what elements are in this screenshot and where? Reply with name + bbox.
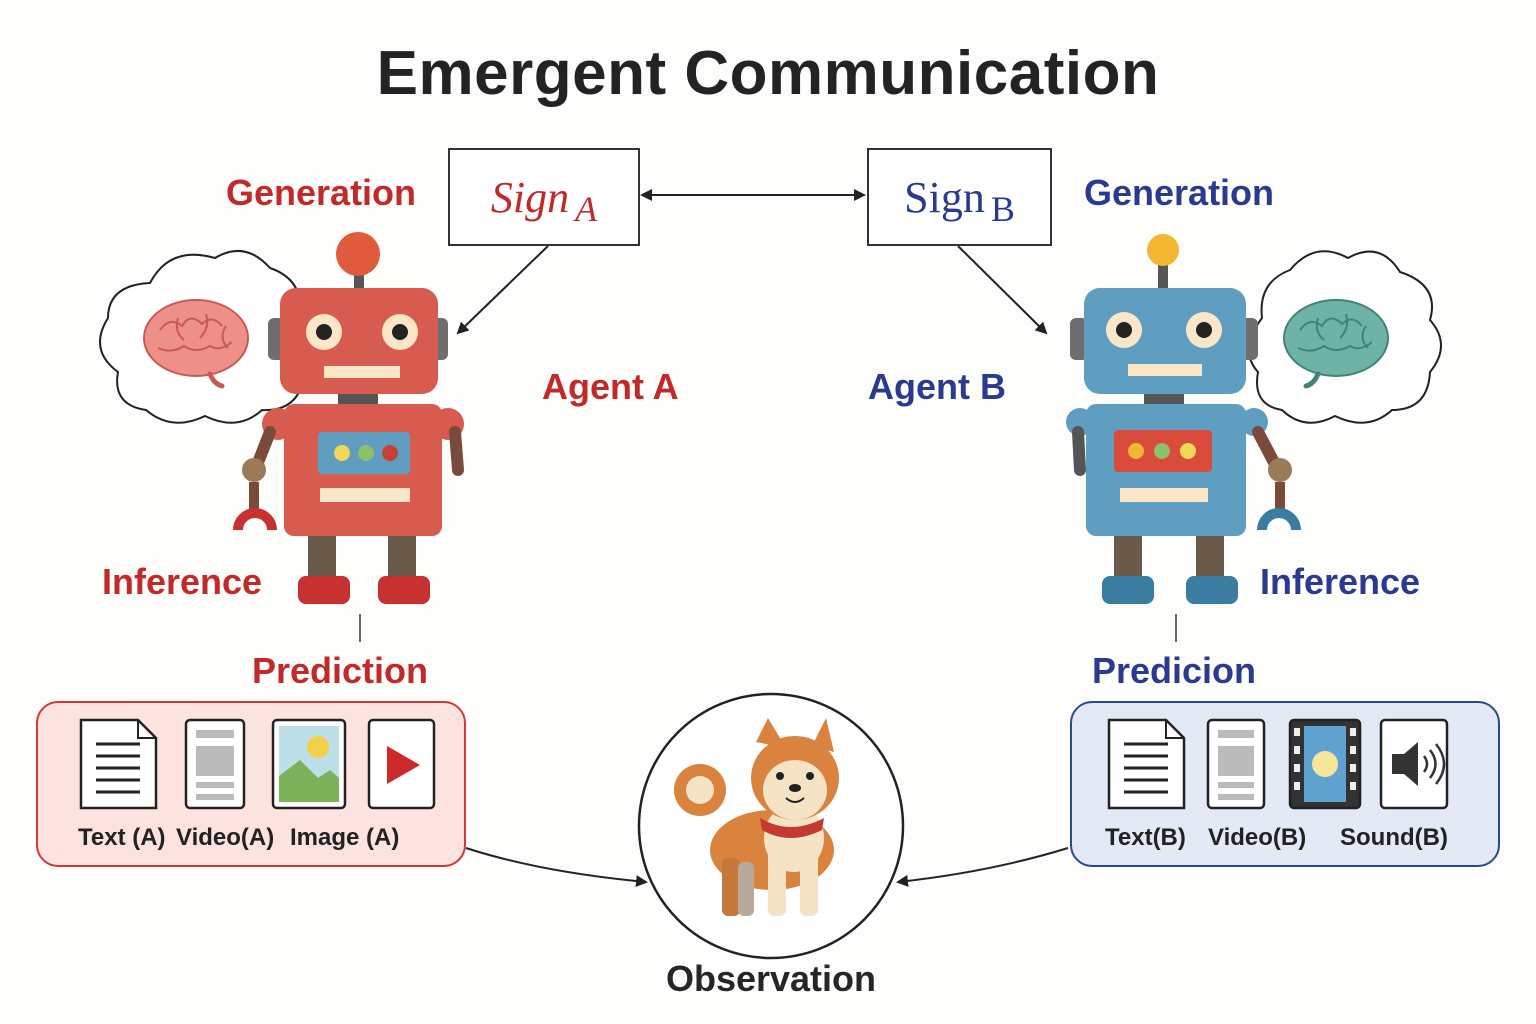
agent-a-generation-label: Generation <box>226 172 417 213</box>
modality-label-video-b: Video(B) <box>1208 824 1307 851</box>
sign-a-text: Sign <box>490 172 570 222</box>
sign-b-box: Sign B <box>867 148 1052 246</box>
prediction-a-to-observation-arrow <box>465 847 648 888</box>
sign-b-subscript: B <box>990 189 1015 229</box>
dog-icon <box>674 718 839 916</box>
agent-b-generation-label: Generation <box>1084 172 1275 213</box>
observation-label: Observation <box>665 958 877 999</box>
brain-icon <box>143 299 249 389</box>
robot-icon <box>1066 234 1301 604</box>
page-title: Emergent Communication <box>376 39 1160 108</box>
brain-icon <box>1283 299 1389 389</box>
agent-b-name: Agent B <box>868 366 1006 407</box>
robot-icon <box>233 232 464 604</box>
modality-label-text-a: Text (A) <box>78 824 166 851</box>
sign-a-box: Sign A <box>448 148 640 246</box>
sign-b-text: Sign <box>904 172 985 222</box>
sign-a-subscript: A <box>575 189 598 229</box>
video-icon <box>184 718 246 810</box>
document-icon <box>79 718 158 810</box>
agent-b-inference-label: Inference <box>1260 561 1421 602</box>
agent-a-prediction-label: Prediction <box>252 650 429 691</box>
agent-a-inference-label: Inference <box>102 561 263 602</box>
agent-a-name: Agent A <box>542 366 679 407</box>
film-icon <box>1288 718 1362 810</box>
agent-b-prediction-label: Predicion <box>1092 650 1257 691</box>
sign-b-to-agent-b-arrow <box>957 245 1048 335</box>
prediction-b-to-observation-arrow <box>896 847 1069 887</box>
modality-label-image-a: Image (A) <box>290 824 400 851</box>
play-icon <box>367 718 436 810</box>
document-icon <box>1107 718 1186 810</box>
modality-label-video-a: Video(A) <box>176 824 275 851</box>
image-icon <box>271 718 347 810</box>
modality-label-sound-b: Sound(B) <box>1340 824 1448 851</box>
modality-label-text-b: Text(B) <box>1105 824 1186 851</box>
sign-a-to-agent-a-arrow <box>456 245 549 335</box>
speaker-icon <box>1379 718 1449 810</box>
video-icon <box>1206 718 1266 810</box>
